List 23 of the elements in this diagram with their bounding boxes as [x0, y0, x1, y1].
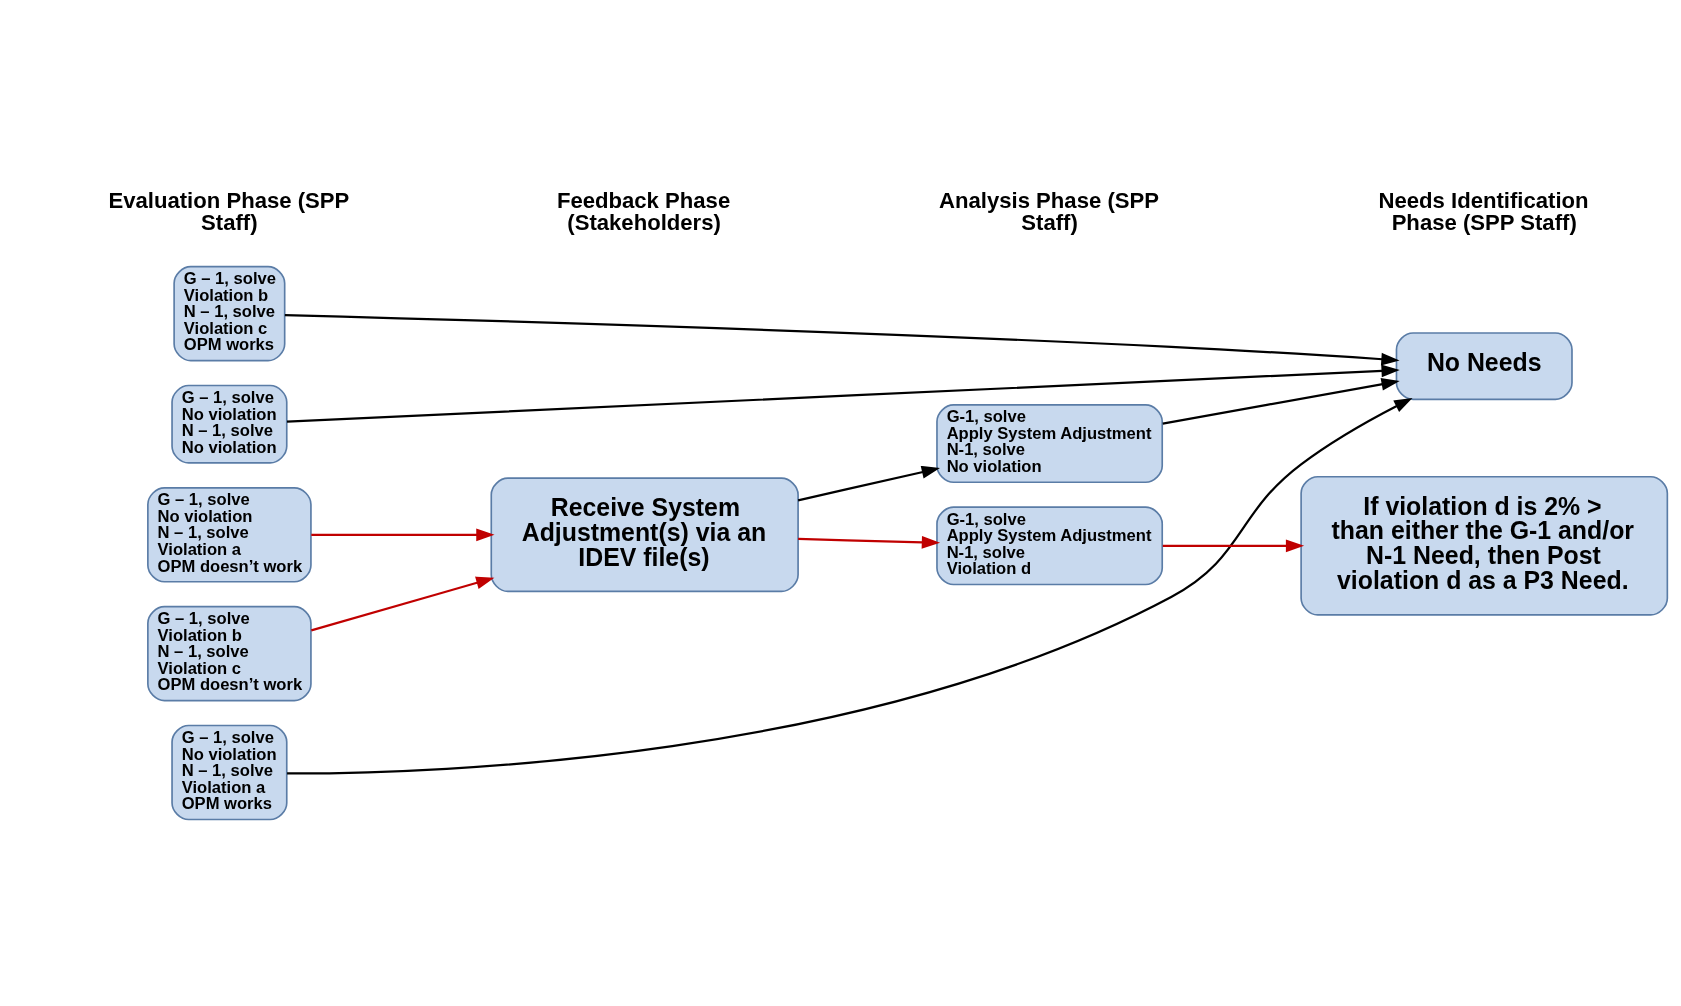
node-box: G-1, solve Apply System Adjustment N-1, solve No violation — [936, 404, 1164, 484]
arrow — [1162, 539, 1305, 553]
node-box: If violation d is 2% > than either the G-1 and/or N-1 Need, then Post violation d as a P3 Need. — [1300, 475, 1669, 616]
arrow — [286, 364, 1400, 423]
node-box: Receive System Adjustment(s) via an IDEV file(s) — [490, 477, 799, 593]
arrow — [287, 397, 1413, 775]
node-box: G – 1, solve No violation N – 1, solve No violation — [171, 384, 288, 464]
node-box: G – 1, solve Violation b N – 1, solve Violation c OPM doesn’t work — [147, 605, 312, 702]
arrow — [1162, 378, 1400, 425]
label: Evaluation Phase (SPP Staff) — [108, 188, 350, 236]
arrow — [311, 528, 495, 542]
node-box: G – 1, solve No violation N – 1, solve Violation a OPM doesn’t work — [147, 486, 312, 583]
node-box: G – 1, solve Violation b N – 1, solve Violation c OPM works — [173, 265, 286, 362]
arrow — [797, 465, 940, 502]
node-box: No Needs — [1395, 332, 1573, 401]
label: Needs Identification Phase (SPP Staff) — [1378, 188, 1589, 236]
arrow — [798, 535, 941, 549]
arrow — [284, 313, 1400, 366]
node-box: G – 1, solve No violation N – 1, solve Violation a OPM works — [171, 724, 288, 821]
arrow — [311, 576, 495, 632]
label: Feedback Phase (Stakeholders) — [556, 188, 731, 236]
node-box: G-1, solve Apply System Adjustment N-1, solve Violation d — [936, 506, 1164, 586]
label: Analysis Phase (SPP Staff) — [939, 188, 1160, 236]
